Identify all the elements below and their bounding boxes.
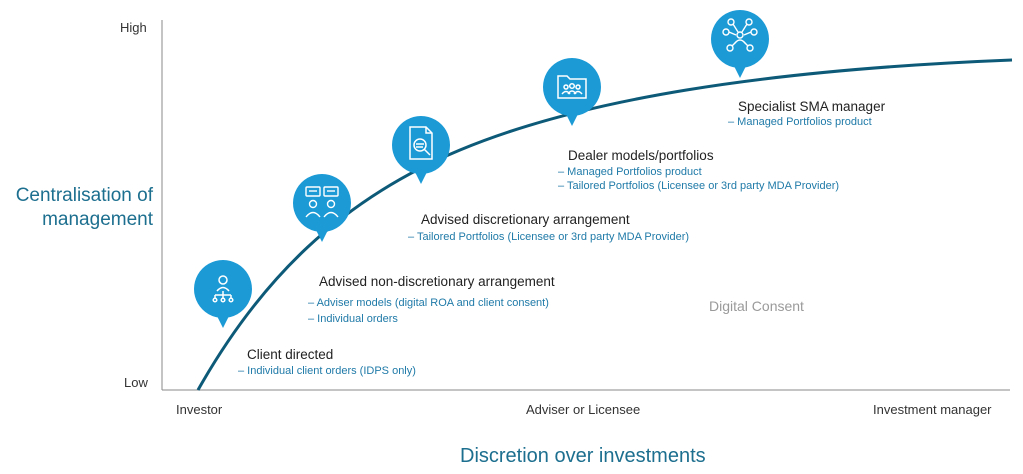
digital-consent-annotation: Digital Consent bbox=[709, 298, 804, 314]
stage-detail: – Tailored Portfolios (Licensee or 3rd p… bbox=[558, 180, 840, 192]
stage-title-client-directed: Client directed bbox=[247, 347, 334, 362]
advisor-client-chat-icon bbox=[305, 186, 339, 218]
stage-pin-specialist-sma bbox=[710, 10, 769, 78]
x-axis-label: Discretion over investments bbox=[460, 445, 706, 467]
stage-title-advised-discretionary: Advised discretionary arrangement bbox=[421, 212, 630, 227]
stage-detail: – Tailored Portfolios (Licensee or 3rd p… bbox=[408, 231, 690, 243]
stage-title-advised-non-discretionary: Advised non-discretionary arrangement bbox=[319, 274, 555, 289]
stage-detail: – Managed Portfolios product bbox=[728, 116, 872, 128]
stage-detail: – Individual orders bbox=[308, 313, 398, 325]
stage-pin-advised-discretionary bbox=[391, 116, 450, 184]
x-tick-adviser: Adviser or Licensee bbox=[526, 402, 641, 417]
folder-people-icon bbox=[557, 75, 587, 99]
stage-title-dealer-models: Dealer models/portfolios bbox=[568, 148, 714, 163]
stage-pin-advised-non-discretionary bbox=[292, 174, 351, 242]
y-tick-high: High bbox=[120, 20, 147, 35]
org-chart-person-icon bbox=[212, 275, 234, 303]
x-tick-investment-manager: Investment manager bbox=[873, 402, 992, 417]
y-axis-label: Centralisation of management bbox=[15, 185, 153, 230]
stage-detail: – Adviser models (digital ROA and client… bbox=[308, 297, 549, 309]
x-tick-investor: Investor bbox=[176, 402, 223, 417]
centralisation-curve bbox=[196, 58, 1013, 391]
y-tick-low: Low bbox=[124, 375, 148, 390]
stage-title-specialist-sma: Specialist SMA manager bbox=[738, 99, 886, 114]
network-hub-icon bbox=[722, 18, 758, 52]
document-search-icon bbox=[409, 126, 433, 160]
stage-detail: – Individual client orders (IDPS only) bbox=[238, 365, 416, 377]
stage-pin-client-directed bbox=[193, 260, 252, 328]
stage-detail: – Managed Portfolios product bbox=[558, 166, 702, 178]
stage-pin-dealer-models bbox=[542, 58, 601, 126]
